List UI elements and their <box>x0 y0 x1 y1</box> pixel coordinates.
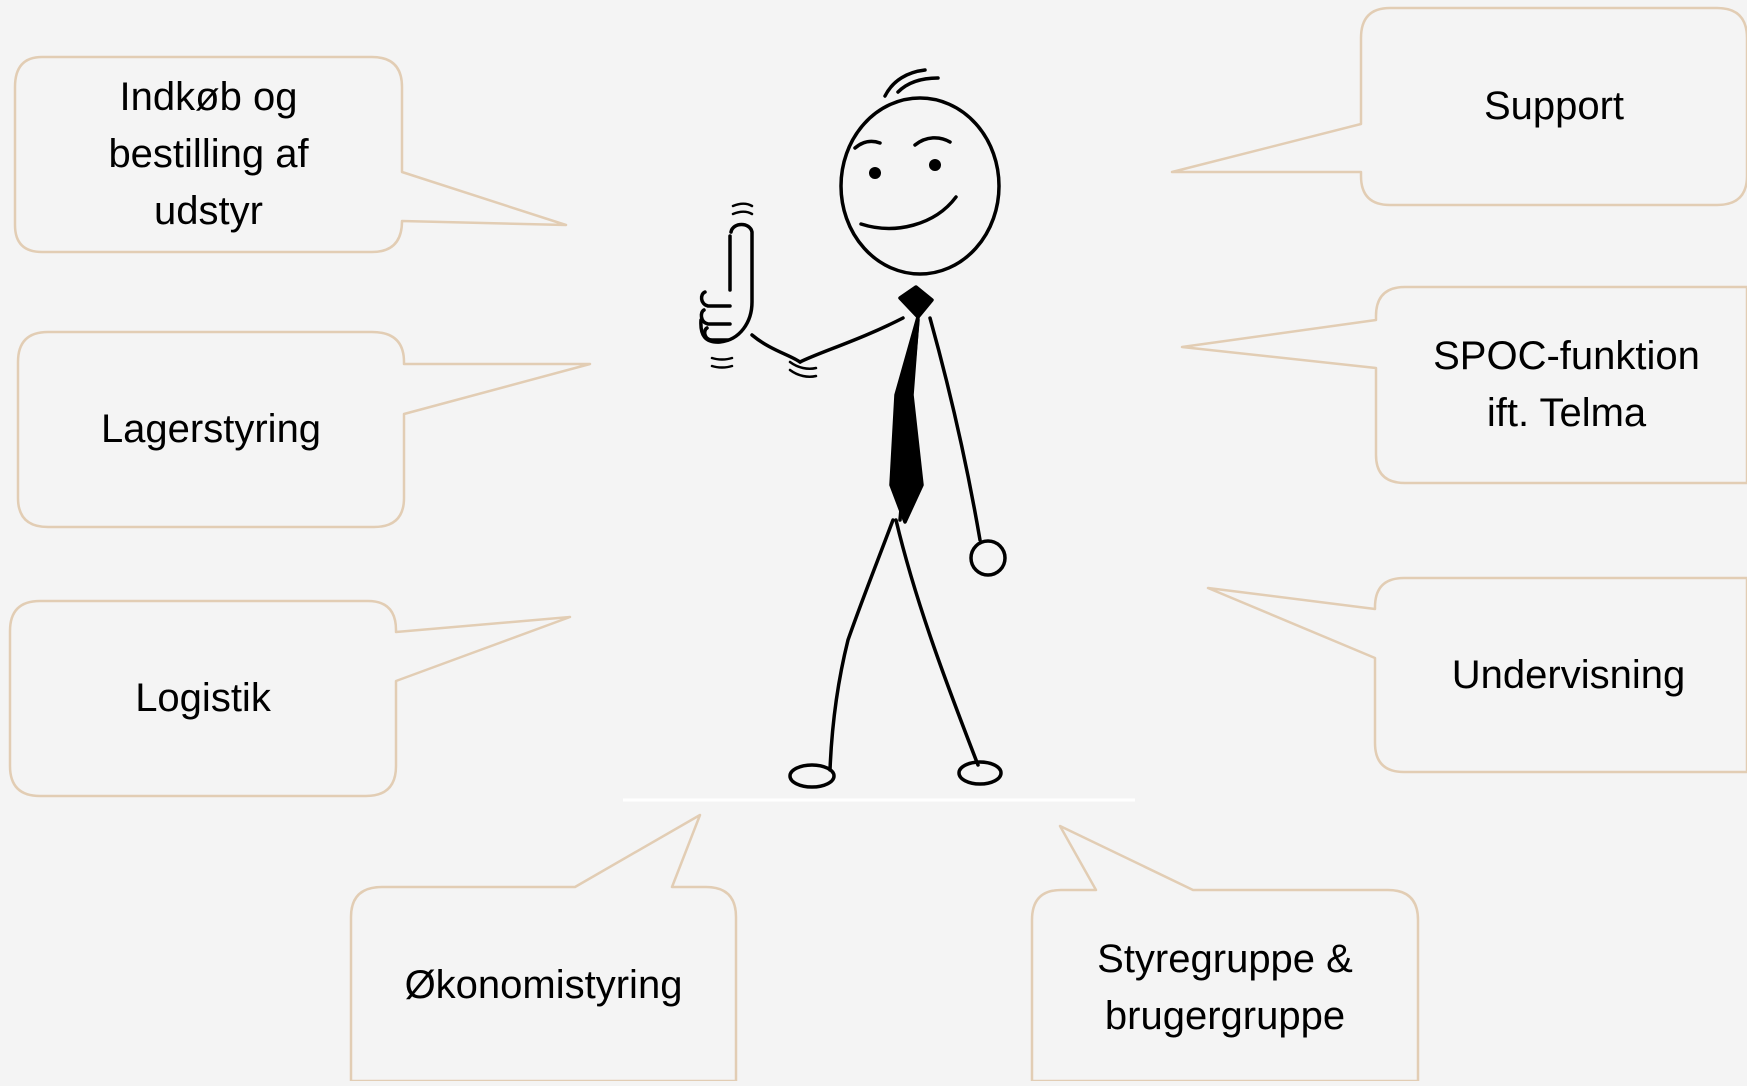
callout-logistik-bubble <box>8 599 572 798</box>
callout-support-bubble <box>1170 6 1747 207</box>
callout-undervisning-bubble <box>1206 576 1747 774</box>
callout-okonomistyring-bubble <box>349 813 738 1083</box>
callout-styregruppe-bubble <box>1030 824 1420 1083</box>
callout-styregruppe-label: Styregruppe & brugergruppe <box>1097 937 1353 1038</box>
callout-lagerstyring-bubble <box>16 330 592 529</box>
callout-support-label: Support <box>1483 84 1625 128</box>
callout-logistik-label: Logistik <box>135 676 271 720</box>
callout-spoc-label: SPOC-funktion ift. Telma <box>1433 334 1700 435</box>
callout-lagerstyring-label: Lagerstyring <box>100 407 322 451</box>
callout-spoc-bubble <box>1180 285 1747 485</box>
callout-undervisning-label: Undervisning <box>1451 652 1686 697</box>
callout-indkob-bubble <box>13 55 568 254</box>
callout-okonomistyring-label: Økonomistyring <box>404 962 683 1007</box>
stick-figure-thumbs-up-icon <box>699 68 1007 789</box>
callout-indkob-label: Indkøb og bestilling af udstyr <box>108 75 309 233</box>
